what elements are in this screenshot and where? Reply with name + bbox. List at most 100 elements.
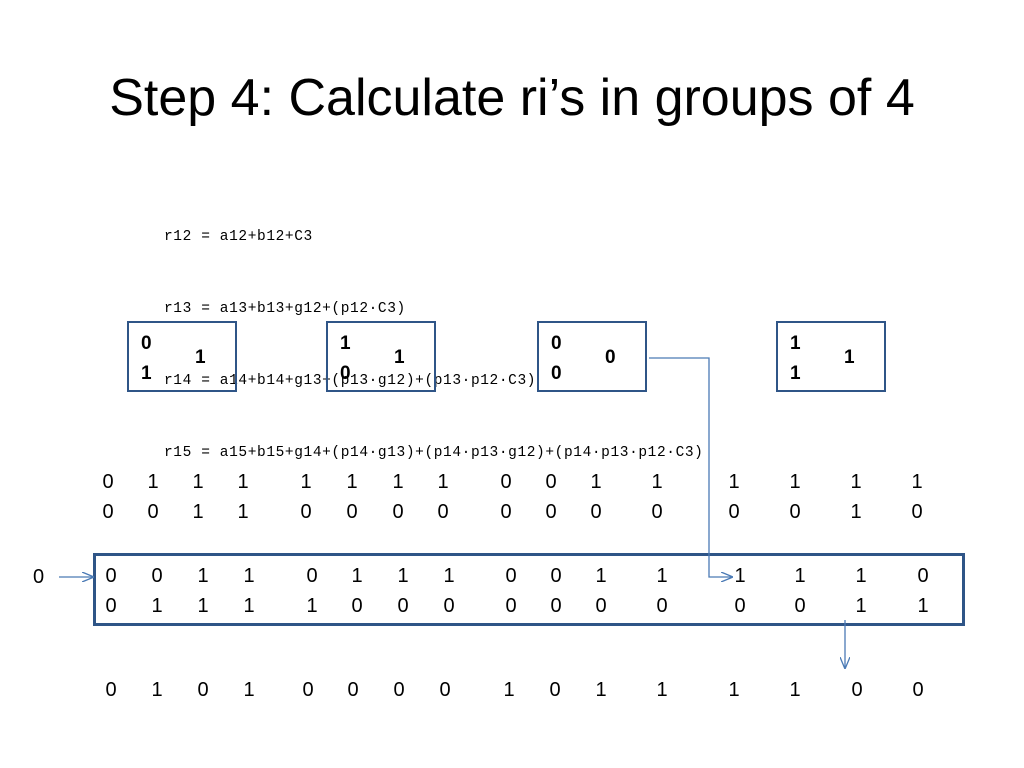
operand-b-bit: 0 — [500, 501, 512, 523]
operand-a-bit: 1 — [346, 471, 358, 493]
carry-bottom-bit: 0 — [595, 595, 607, 617]
carry-top-bit: 1 — [443, 565, 455, 587]
operand-a-bit: 0 — [500, 471, 512, 493]
group-box-top-value: 1 — [340, 333, 351, 354]
operand-b-bit: 1 — [192, 501, 204, 523]
carry-bottom-bit: 0 — [656, 595, 668, 617]
operand-a-bit: 1 — [590, 471, 602, 493]
result-bit: 1 — [656, 679, 668, 701]
carry-bottom-bit: 1 — [855, 595, 867, 617]
carry-top-bit: 0 — [505, 565, 517, 587]
operand-b-bit: 0 — [545, 501, 557, 523]
group-box-bottom-value: 0 — [551, 363, 562, 384]
result-bit: 0 — [851, 679, 863, 701]
carry-top-bit: 1 — [656, 565, 668, 587]
group-box-2: 1 0 1 — [326, 321, 436, 392]
group-box-4: 1 1 1 — [776, 321, 886, 392]
result-bit: 0 — [393, 679, 405, 701]
result-bit: 0 — [302, 679, 314, 701]
operand-b-bit: 0 — [911, 501, 923, 523]
result-bit: 1 — [728, 679, 740, 701]
operand-a-bit: 1 — [300, 471, 312, 493]
operand-a-bit: 1 — [728, 471, 740, 493]
carry-top-bit: 0 — [105, 565, 117, 587]
result-bit: 0 — [197, 679, 209, 701]
slide-title: Step 4: Calculate ri’s in groups of 4 — [109, 69, 915, 127]
result-bit: 0 — [439, 679, 451, 701]
group-carry-arrow — [649, 357, 732, 577]
group-box-top-value: 0 — [551, 333, 562, 354]
carry-bottom-bit: 1 — [197, 595, 209, 617]
carry-top-bit: 0 — [550, 565, 562, 587]
operand-a-bit: 1 — [147, 471, 159, 493]
operand-b-bit: 1 — [237, 501, 249, 523]
operand-b-bit: 0 — [346, 501, 358, 523]
carry-bottom-bit: 0 — [105, 595, 117, 617]
operand-a-bit: 1 — [789, 471, 801, 493]
carry-top-bit: 1 — [595, 565, 607, 587]
operand-b-bit: 0 — [102, 501, 114, 523]
carry-bottom-bit: 1 — [151, 595, 163, 617]
operand-b-bit: 0 — [590, 501, 602, 523]
carry-top-bit: 0 — [917, 565, 929, 587]
operand-b-bit: 1 — [850, 501, 862, 523]
operand-b-bit: 0 — [789, 501, 801, 523]
group-box-right-value: 1 — [195, 347, 206, 368]
result-bit: 0 — [549, 679, 561, 701]
carry-top-bit: 1 — [855, 565, 867, 587]
group-box-bottom-value: 1 — [141, 363, 152, 384]
carry-bottom-bit: 0 — [443, 595, 455, 617]
carry-bottom-bit: 1 — [243, 595, 255, 617]
group-box-top-value: 1 — [790, 333, 801, 354]
operand-a-bit: 1 — [437, 471, 449, 493]
carry-bottom-bit: 0 — [734, 595, 746, 617]
operand-b-bit: 0 — [392, 501, 404, 523]
formula-r12: r12 = a12+b12+C3 — [164, 229, 313, 245]
operand-a-bit: 1 — [237, 471, 249, 493]
carry-top-bit: 1 — [197, 565, 209, 587]
operand-a-bit: 0 — [545, 471, 557, 493]
carry-bottom-bit: 0 — [794, 595, 806, 617]
formula-r15: r15 = a15+b15+g14+(p14·g13)+(p14·p13·g12… — [164, 445, 704, 461]
group-box-bottom-value: 0 — [340, 363, 351, 384]
group-box-right-value: 1 — [844, 347, 855, 368]
operand-a-bit: 1 — [651, 471, 663, 493]
carry-top-bit: 1 — [794, 565, 806, 587]
result-bit: 0 — [105, 679, 117, 701]
carry-bottom-bit: 0 — [550, 595, 562, 617]
group-box-right-value: 0 — [605, 347, 616, 368]
operand-a-bit: 1 — [192, 471, 204, 493]
formula-r13: r13 = a13+b13+g12+(p12·C3) — [164, 301, 406, 317]
operand-b-bit: 0 — [300, 501, 312, 523]
operand-a-bit: 1 — [850, 471, 862, 493]
operand-b-bit: 0 — [651, 501, 663, 523]
carry-top-bit: 0 — [306, 565, 318, 587]
formula-block: r12 = a12+b12+C3 r13 = a13+b13+g12+(p12·… — [164, 177, 703, 489]
carry-row-box — [93, 553, 965, 626]
carry-top-bit: 1 — [734, 565, 746, 587]
carry-top-bit: 1 — [243, 565, 255, 587]
carry-top-bit: 0 — [151, 565, 163, 587]
carry-bottom-bit: 0 — [397, 595, 409, 617]
operand-b-bit: 0 — [728, 501, 740, 523]
carry-bottom-bit: 1 — [306, 595, 318, 617]
carry-in-label: 0 — [33, 566, 45, 588]
formula-r14: r14 = a14+b14+g13+(p13·g12)+(p13·p12·C3) — [164, 373, 537, 389]
result-bit: 0 — [347, 679, 359, 701]
group-box-right-value: 1 — [394, 347, 405, 368]
operand-b-bit: 0 — [147, 501, 159, 523]
result-bit: 1 — [503, 679, 515, 701]
carry-top-bit: 1 — [397, 565, 409, 587]
carry-bottom-bit: 0 — [351, 595, 363, 617]
carry-top-bit: 1 — [351, 565, 363, 587]
carry-bottom-bit: 0 — [505, 595, 517, 617]
carry-bottom-bit: 1 — [917, 595, 929, 617]
result-bit: 1 — [789, 679, 801, 701]
operand-a-bit: 1 — [911, 471, 923, 493]
group-box-1: 0 1 1 — [127, 321, 237, 392]
result-bit: 1 — [151, 679, 163, 701]
result-bit: 0 — [912, 679, 924, 701]
operand-a-bit: 0 — [102, 471, 114, 493]
operand-b-bit: 0 — [437, 501, 449, 523]
